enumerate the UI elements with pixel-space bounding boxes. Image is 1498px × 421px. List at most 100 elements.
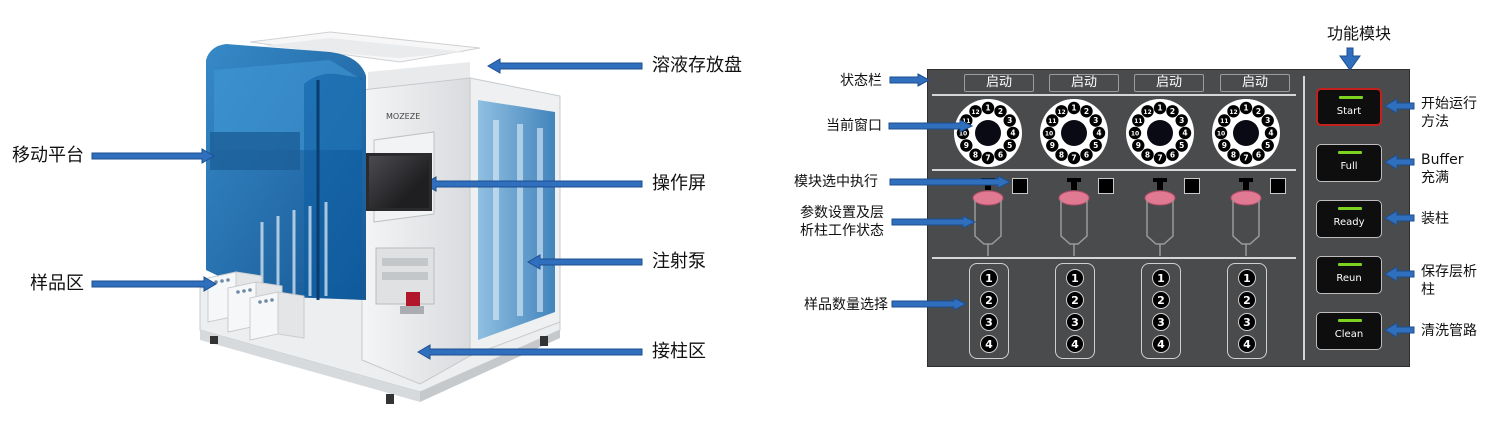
module-exec-square-2[interactable]: [1098, 178, 1114, 194]
module-exec-square-3[interactable]: [1184, 178, 1200, 194]
dial-number: 12: [1229, 109, 1237, 116]
dial-position: [1067, 101, 1081, 115]
clean-button-label: Clean: [1334, 329, 1364, 340]
start-button[interactable]: Start: [1316, 88, 1382, 126]
callout-param-setting-2: 析柱工作状态: [800, 223, 884, 239]
full-button[interactable]: Full: [1316, 144, 1382, 182]
brand-logo: MOZEZE: [386, 112, 421, 121]
dial-number: 6: [1170, 150, 1175, 159]
dial-position: [1055, 105, 1068, 118]
callout-screen: 操作屏: [652, 173, 706, 194]
dial-number: 5: [1093, 141, 1098, 150]
solution-tray-shape: [249, 31, 481, 63]
dial-number: 7: [1071, 154, 1076, 163]
module-exec-square-1[interactable]: [1012, 178, 1028, 194]
dial-number: 4: [1268, 129, 1273, 138]
dial-number: 1: [1243, 104, 1248, 113]
dial-number: 7: [985, 154, 990, 163]
sample-button[interactable]: 3: [1152, 313, 1170, 331]
arrow-sample-area: [91, 276, 217, 292]
dial-number: 3: [1007, 116, 1012, 125]
status-label-2: 启动: [1049, 74, 1119, 92]
dial-number: 11: [1220, 118, 1228, 125]
dial-position: [1252, 105, 1265, 118]
dial-position: [1218, 139, 1231, 152]
dial-position: [1227, 148, 1240, 161]
sample-column-3: 1 2 3 4: [1141, 263, 1181, 359]
sample-button[interactable]: 1: [1066, 269, 1084, 287]
dial-number: 8: [1059, 150, 1064, 159]
dial-position: [1089, 139, 1102, 152]
status-led: [1338, 207, 1362, 210]
status-label-1: 启动: [964, 74, 1034, 92]
sample-button[interactable]: 4: [1066, 335, 1084, 353]
clean-button[interactable]: Clean: [1316, 312, 1382, 350]
blue-cover: [206, 44, 366, 300]
dial-number: 7: [1157, 154, 1162, 163]
dial-position: [1092, 126, 1106, 140]
arrow-status-bar: [889, 73, 931, 87]
sample-column-1: 1 2 3 4: [969, 263, 1009, 359]
dial-number: 8: [973, 150, 978, 159]
dial-number: 10: [1217, 131, 1225, 138]
sample-button[interactable]: 2: [1152, 291, 1170, 309]
reun-button-label: Reun: [1336, 273, 1362, 284]
sample-button[interactable]: 3: [1238, 313, 1256, 331]
dial-number: 5: [1265, 141, 1270, 150]
desc-start-2: 方法: [1421, 114, 1449, 130]
sample-button[interactable]: 1: [1238, 269, 1256, 287]
dial-position: [1261, 139, 1274, 152]
sample-button[interactable]: 3: [1066, 313, 1084, 331]
dial-position: [1175, 114, 1188, 127]
dial-position: [1218, 114, 1231, 127]
dial-position: [1042, 126, 1056, 140]
sample-button[interactable]: 1: [1152, 269, 1170, 287]
dial-number: 6: [998, 150, 1003, 159]
reun-button[interactable]: Reun: [1316, 256, 1382, 294]
dial-position: [1239, 151, 1253, 165]
sample-button[interactable]: 4: [1152, 335, 1170, 353]
dial-position: [1080, 148, 1093, 161]
dial-position: [1178, 126, 1192, 140]
callout-syringe-pump: 注射泵: [652, 251, 706, 272]
dial-number: 11: [962, 118, 970, 125]
sample-button[interactable]: 2: [1238, 291, 1256, 309]
dial-position: [1132, 114, 1145, 127]
dial-position: [1175, 139, 1188, 152]
ready-button[interactable]: Ready: [1316, 200, 1382, 238]
start-button-label: Start: [1336, 106, 1362, 117]
callout-sample-select: 样品数量选择: [804, 297, 888, 313]
dial-position: [1003, 114, 1016, 127]
dial-position: [1166, 105, 1179, 118]
dial-position: [1141, 148, 1154, 161]
sample-button[interactable]: 2: [1066, 291, 1084, 309]
dial-number: 9: [1050, 141, 1055, 150]
operation-screen-display: [366, 153, 432, 211]
desc-ready: 装柱: [1421, 211, 1449, 227]
sample-button[interactable]: 4: [1238, 335, 1256, 353]
dial-position: [994, 105, 1007, 118]
status-label-4: 启动: [1220, 74, 1290, 92]
arrow-column-area: [417, 344, 643, 360]
syringe-group: [972, 178, 1262, 256]
dial-number: 1: [1071, 104, 1076, 113]
dial-position: [1080, 105, 1093, 118]
callout-module-exec: 模块选中执行: [794, 174, 878, 190]
dial-number: 2: [1256, 107, 1261, 116]
sample-button[interactable]: 3: [980, 313, 998, 331]
dial-number: 9: [1222, 141, 1227, 150]
callout-status-bar: 状态栏: [840, 73, 882, 89]
module-exec-square-4[interactable]: [1270, 178, 1286, 194]
syringe-1: [972, 178, 1004, 256]
dial-number: 6: [1084, 150, 1089, 159]
sample-button[interactable]: 1: [980, 269, 998, 287]
dial-number: 4: [1096, 129, 1101, 138]
dial-number: 8: [1231, 150, 1236, 159]
sample-button[interactable]: 4: [980, 335, 998, 353]
dial-position: [960, 139, 973, 152]
dial-number: 9: [964, 141, 969, 150]
arrow-mobile-platform: [91, 148, 215, 164]
sample-button[interactable]: 2: [980, 291, 998, 309]
